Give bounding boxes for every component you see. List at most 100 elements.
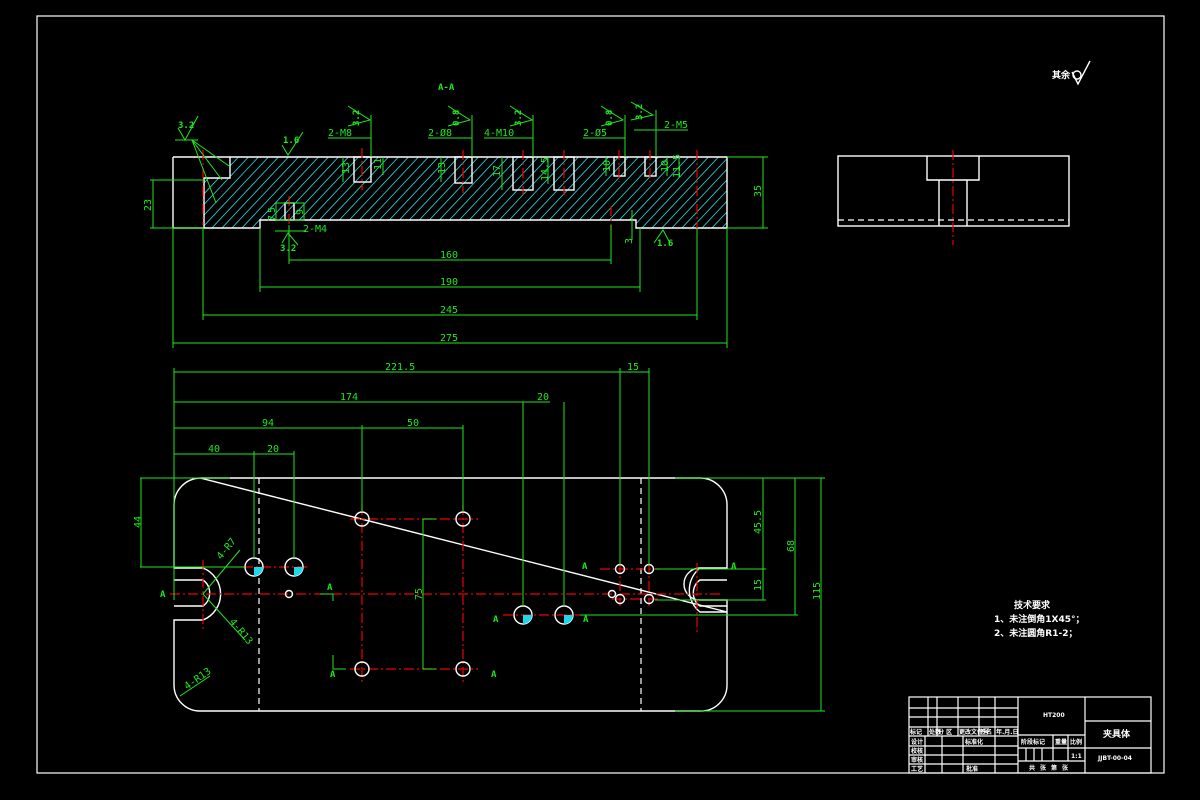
dim-174: 174 [340, 392, 358, 403]
dim-11: 11 [373, 158, 384, 170]
section-callouts: 2-M8 2-Ø8 4-M10 2-Ø5 2-M5 2-M4 [175, 110, 688, 235]
header-sign: 签名 [979, 728, 992, 736]
sheet-total-label: 共 [1029, 764, 1035, 772]
hatch-line [204, 157, 226, 228]
dim-m4-7: 7 [267, 215, 278, 221]
sheet-border [36, 15, 1165, 774]
dim-10a: 10 [602, 160, 613, 172]
dim-221-5: 221.5 [385, 362, 415, 373]
hatch-line [229, 157, 306, 228]
hatch-line [439, 157, 516, 228]
dim-14-5: 14.5 [540, 157, 551, 181]
sheet-unit-label-1: 张 [1040, 764, 1047, 772]
hatch-line [569, 157, 646, 228]
svg-text:1.6: 1.6 [657, 239, 673, 249]
dim-35: 35 [753, 185, 764, 197]
roughness-m5-icon: 3.2 [630, 101, 655, 121]
dim-4-r13-b: 4-R13 [182, 666, 213, 692]
hatch-line [629, 157, 706, 228]
dim-4-r13-a: 4-R13 [227, 617, 255, 647]
hatch-line [639, 157, 716, 228]
hatch-line [204, 157, 266, 228]
dim-11-5: 11.5 [672, 154, 683, 178]
dim-20-right: 20 [537, 392, 549, 403]
section-outline [173, 156, 728, 229]
svg-text:0.8: 0.8 [452, 110, 462, 126]
dim-40: 40 [208, 444, 220, 455]
hatch-line [299, 157, 376, 228]
header-mark: 标记 [909, 728, 922, 736]
section-dimensions: 275 245 190 160 35 23 3 [143, 154, 768, 348]
hatch-line [649, 157, 726, 228]
hatch-line [339, 157, 416, 228]
hatch-line [579, 157, 656, 228]
label-approve: 批准 [966, 765, 978, 773]
header-date: 年.月.日 [996, 728, 1019, 736]
svg-text:3.2: 3.2 [635, 104, 645, 120]
hatch-line [609, 157, 686, 228]
section-title: A-A [438, 83, 455, 93]
hole-m8-3 [354, 661, 370, 677]
header-count: 处数 [928, 728, 942, 736]
section-marker-mid-2: A [330, 670, 336, 680]
roughness-d5-icon: 0.8 [600, 105, 625, 127]
hatch-line [549, 157, 626, 228]
hatch-line [204, 157, 246, 228]
section-view: A-A [143, 83, 768, 348]
section-marker-mid-3: A [493, 615, 499, 625]
hole-m8-4 [455, 661, 471, 677]
hatch-line [249, 157, 326, 228]
left-slot-inner [174, 579, 211, 607]
callout-2-d8: 2-Ø8 [428, 127, 452, 139]
header-change-doc: 更改文件号 [959, 728, 989, 736]
dim-13b: 13 [437, 162, 448, 174]
roughness-m4-icon: 3.2 [280, 232, 299, 254]
hatch-line [209, 157, 286, 228]
dim-115: 115 [812, 582, 823, 600]
dim-44: 44 [133, 516, 144, 528]
drawing-number-label: JJBT-00-04 [1097, 755, 1132, 762]
roughness-m10-icon: 3.2 [509, 105, 534, 127]
plan-dimensions: 221.5 15 174 20 94 50 40 20 44 [133, 362, 825, 712]
hatch-line [699, 157, 727, 228]
dim-17: 17 [492, 165, 503, 177]
scale-value: 1:1 [1071, 753, 1082, 760]
label-process: 工艺 [911, 765, 923, 773]
plan-view: 221.5 15 174 20 94 50 40 20 44 [133, 362, 825, 712]
section-markers: A A A A A A A A [160, 562, 737, 680]
dim-275: 275 [440, 333, 458, 344]
label-review: 审核 [911, 756, 923, 764]
dim-15-top: 15 [627, 362, 639, 373]
hatch-line [499, 157, 576, 228]
dim-m4-9: 9 [295, 209, 306, 215]
callout-2-m4: 2-M4 [303, 224, 327, 235]
hatch-line [419, 157, 496, 228]
hatch-line [204, 157, 276, 228]
tech-req-item-1: 1、未注倒角1X45°； [994, 613, 1085, 625]
hatch-line [204, 157, 256, 228]
svg-text:3.2: 3.2 [352, 110, 362, 126]
hatch-line [469, 157, 546, 228]
weight-label: 重量 [1055, 738, 1067, 746]
dim-68: 68 [786, 540, 797, 552]
svg-text:3.2: 3.2 [280, 244, 296, 254]
hatch-line [539, 157, 616, 228]
hatch-line [269, 157, 346, 228]
dim-23: 23 [143, 199, 154, 211]
title-block: HT200 夹具体 JJBT-00-04 1:1 阶段标记 重量 比例 共 张 … [908, 696, 1152, 774]
section-centerlines [202, 148, 698, 230]
callout-2-d5: 2-Ø5 [583, 127, 607, 139]
plan-centerlines [170, 505, 720, 682]
hatch-line [219, 157, 296, 228]
hole-m4-2 [607, 589, 617, 599]
hatch-line [589, 157, 666, 228]
section-marker-mid-6: A [583, 615, 589, 625]
callout-2-m8: 2-M8 [328, 128, 352, 139]
tech-requirements: 技术要求 1、未注倒角1X45°； 2、未注圆角R1-2； [994, 599, 1085, 639]
section-marker-right: A [731, 562, 737, 572]
stage-label: 阶段标记 [1021, 738, 1045, 746]
hatch-line [619, 157, 696, 228]
dim-4-r7: 4-R7 [215, 536, 239, 562]
hatch-line [559, 157, 636, 228]
